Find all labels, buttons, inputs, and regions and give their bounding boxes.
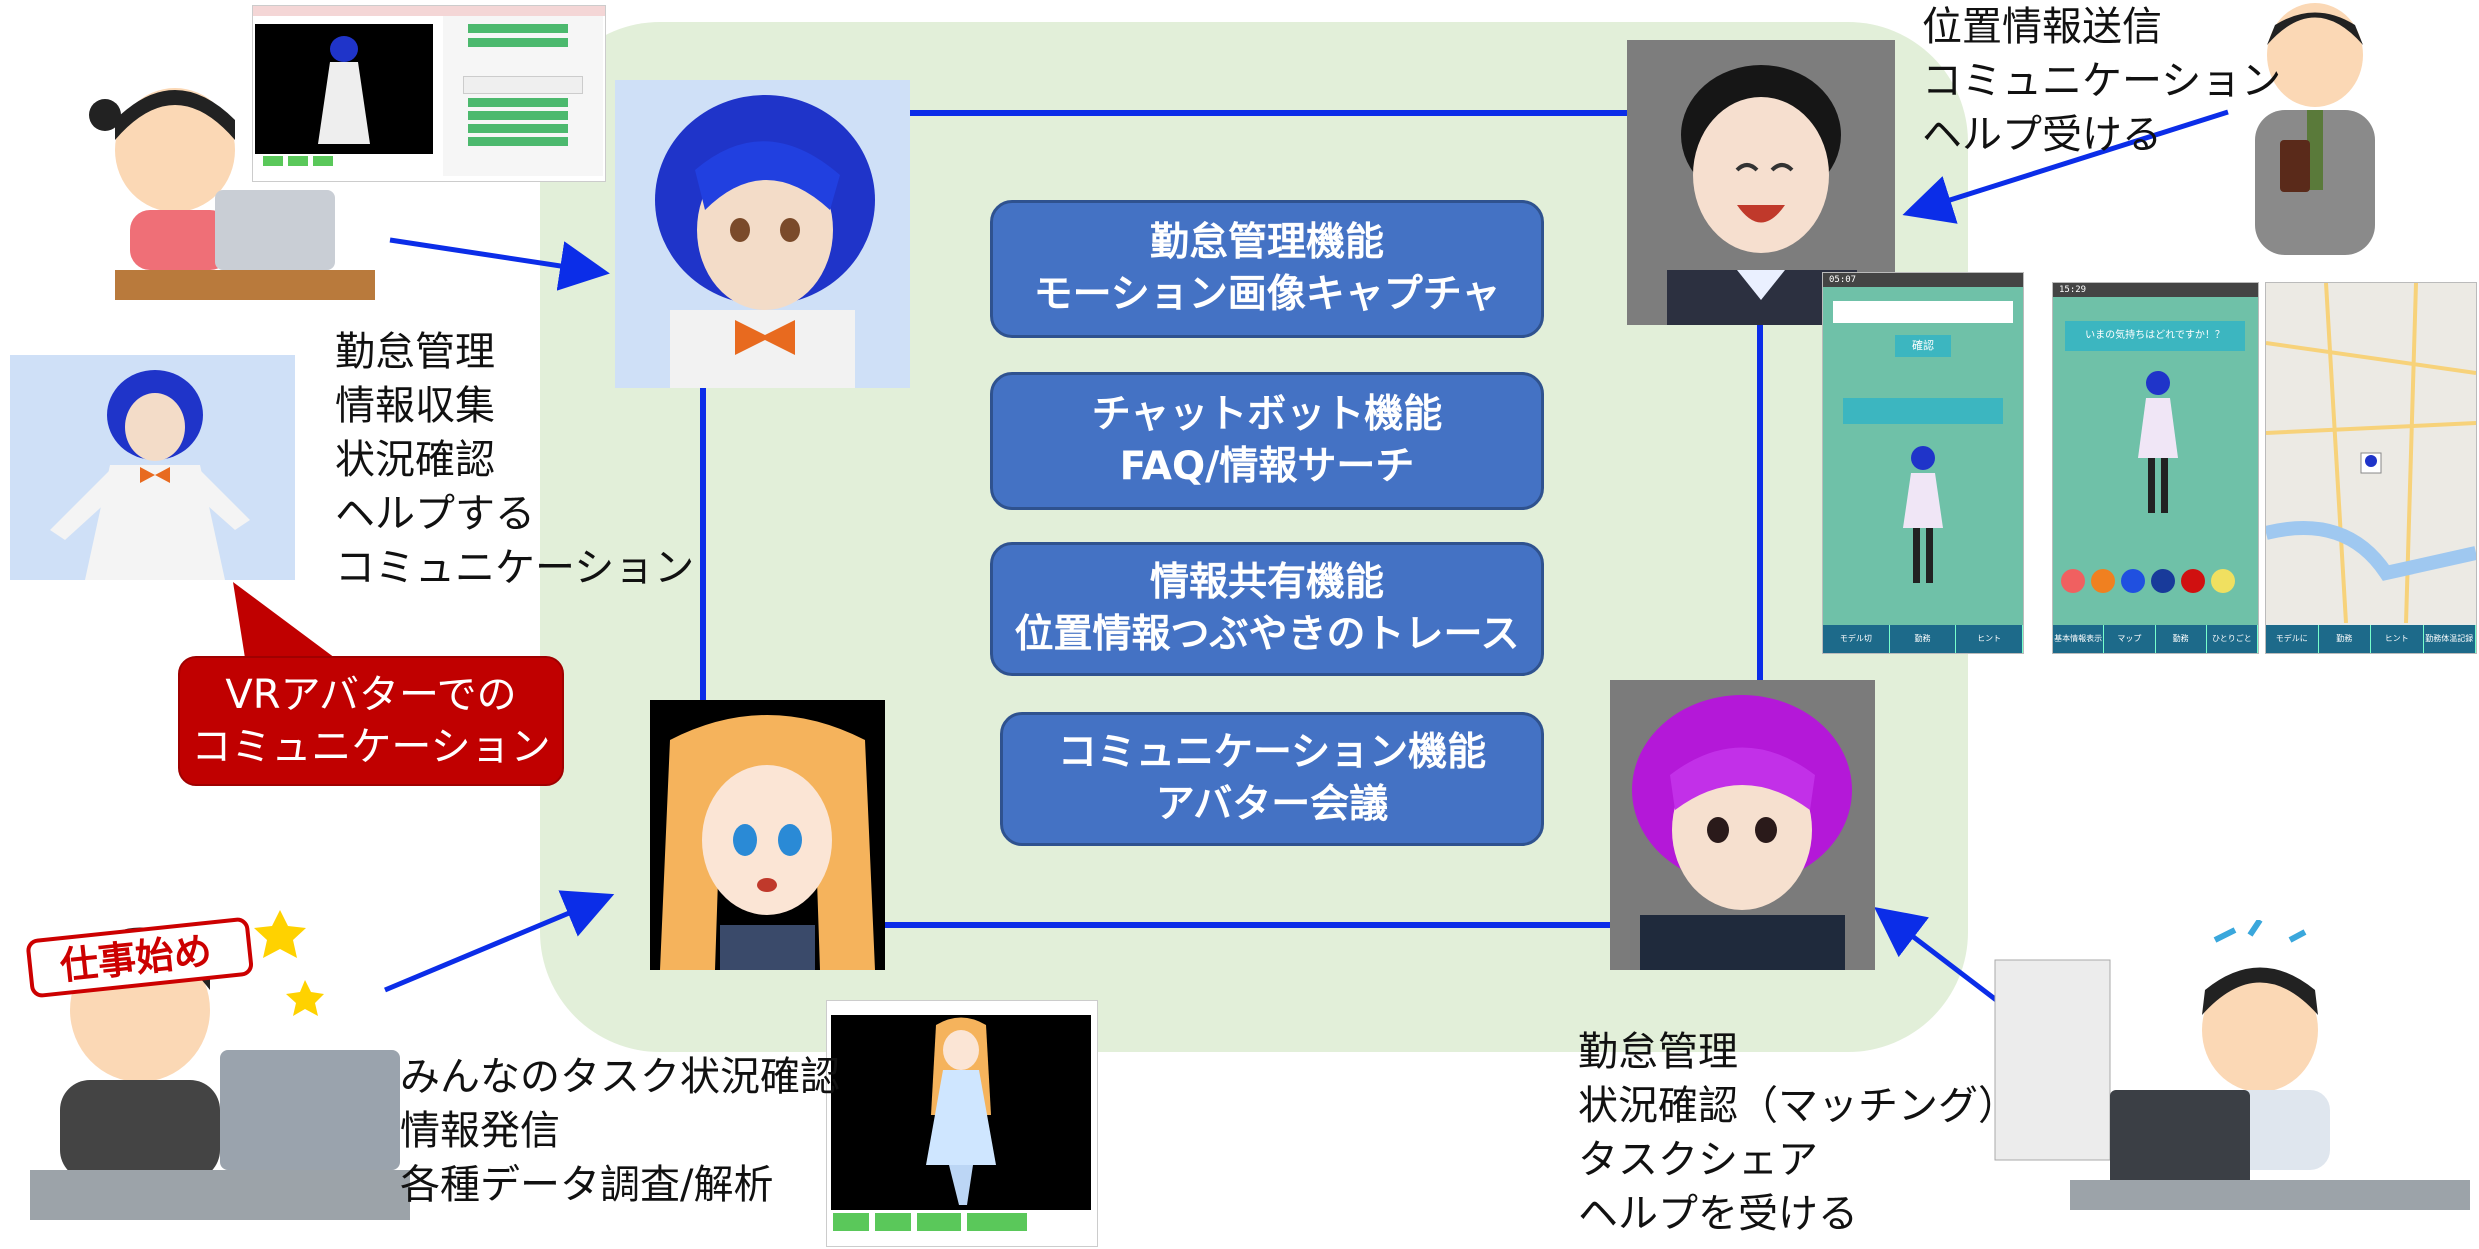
person-man-smartphone bbox=[2255, 3, 2375, 255]
role-text: 状況確認（マッチング） bbox=[1578, 1083, 2018, 1129]
app-screenshot-top bbox=[252, 5, 606, 182]
feature-title: 勤怠管理機能 bbox=[1149, 220, 1384, 265]
top-left-roles: 勤怠管理 情報収集 状況確認 ヘルプする コミュニケーション bbox=[335, 325, 694, 595]
mood-color-option[interactable] bbox=[2181, 569, 2205, 593]
avatar-blue-hair bbox=[615, 80, 910, 388]
feature-subtitle: アバター会議 bbox=[1155, 782, 1389, 827]
bottom-left-roles: みんなのタスク状況確認 情報発信 各種データ調査/解析 bbox=[400, 1050, 840, 1212]
phone-avatar-figure bbox=[2138, 371, 2178, 513]
person-woman-headband: 仕事始め bbox=[26, 910, 410, 1220]
callout-line: コミュニケーション bbox=[191, 724, 551, 770]
map-view[interactable] bbox=[2266, 283, 2476, 623]
phone-button[interactable]: ひとりごと bbox=[2206, 625, 2258, 653]
role-text: コミュニケーション bbox=[1922, 58, 2282, 104]
arrow-bottom-right bbox=[1874, 906, 2014, 1014]
feature-title: 情報共有機能 bbox=[1149, 560, 1384, 605]
feature-title: コミュニケーション機能 bbox=[1057, 730, 1487, 775]
feature-title: チャットボット機能 bbox=[1091, 392, 1443, 437]
phone-status-time: 05:07 bbox=[1823, 273, 2023, 287]
callout-line: VRアバターでの bbox=[225, 672, 517, 718]
callout-pointer bbox=[233, 582, 335, 658]
feature-box-attendance: 勤怠管理機能 モーション画像キャプチャ bbox=[990, 200, 1544, 338]
mood-color-options bbox=[2061, 569, 2235, 593]
top-right-roles: 位置情報送信 コミュニケーション ヘルプ受ける bbox=[1922, 0, 2281, 162]
avatar-blonde-girl bbox=[650, 700, 885, 970]
phone-button[interactable]: 勤務 bbox=[2318, 625, 2371, 653]
phone-button[interactable]: モデルに bbox=[2266, 625, 2319, 653]
mood-color-option[interactable] bbox=[2211, 569, 2235, 593]
avatar-magenta-hair bbox=[1610, 680, 1875, 970]
phone-button[interactable]: 勤務 bbox=[1889, 625, 1957, 653]
feature-subtitle: モーション画像キャプチャ bbox=[1033, 272, 1501, 317]
app-screenshot-bottom bbox=[826, 1000, 1098, 1247]
phone-button[interactable]: ヒント bbox=[1956, 625, 2023, 653]
phone-button[interactable]: 基本情報表示 bbox=[2053, 625, 2105, 653]
phone-confirm-button[interactable]: 確認 bbox=[1895, 335, 1951, 357]
role-text: 勤怠管理 bbox=[335, 329, 495, 375]
mood-color-option[interactable] bbox=[2091, 569, 2115, 593]
phone-screen-map: モデルに 勤務 ヒント 勤務体温記録 bbox=[2265, 282, 2477, 654]
phone-screen-2: 15:29 いまの気持ちはどれですか！？ 基本情報表示 マップ 勤務 ひとりごと bbox=[2052, 282, 2259, 654]
arrow-bottom-left bbox=[384, 890, 615, 993]
vr-avatar-callout: VRアバターでの コミュニケーション bbox=[178, 656, 564, 786]
feature-box-chatbot: チャットボット機能 FAQ/情報サーチ bbox=[990, 372, 1544, 510]
role-text: 情報発信 bbox=[400, 1108, 560, 1154]
role-text: ヘルプを受ける bbox=[1578, 1191, 1858, 1237]
arrow-top-left bbox=[389, 237, 610, 291]
arrow-top-right bbox=[1902, 109, 2229, 224]
mood-color-option[interactable] bbox=[2121, 569, 2145, 593]
role-text: 情報収集 bbox=[335, 383, 495, 429]
phone-screen-1: 05:07 確認 モデル切 勤務 ヒント bbox=[1822, 272, 2024, 654]
role-text: ヘルプ受ける bbox=[1922, 112, 2162, 158]
phone-button[interactable]: 勤務体温記録 bbox=[2423, 625, 2476, 653]
feature-box-info-sharing: 情報共有機能 位置情報つぶやきのトレース bbox=[990, 542, 1544, 676]
role-text: タスクシェア bbox=[1578, 1137, 1818, 1183]
role-text: 状況確認 bbox=[335, 437, 495, 483]
role-text: 位置情報送信 bbox=[1922, 4, 2162, 50]
role-text: 各種データ調査/解析 bbox=[400, 1162, 774, 1208]
phone-banner: いまの気持ちはどれですか！？ bbox=[2065, 321, 2245, 351]
mood-color-option[interactable] bbox=[2151, 569, 2175, 593]
avatar-blue-hair-standing bbox=[10, 355, 295, 580]
bottom-right-roles: 勤怠管理 状況確認（マッチング） タスクシェア ヘルプを受ける bbox=[1578, 1025, 2018, 1241]
role-text: みんなのタスク状況確認 bbox=[400, 1054, 840, 1100]
role-text: ヘルプする bbox=[335, 491, 535, 537]
role-text: コミュニケーション bbox=[335, 545, 695, 591]
role-text: 勤怠管理 bbox=[1578, 1029, 1738, 1075]
feature-box-communication: コミュニケーション機能 アバター会議 bbox=[1000, 712, 1544, 846]
feature-subtitle: FAQ/情報サーチ bbox=[1119, 444, 1415, 489]
feature-subtitle: 位置情報つぶやきのトレース bbox=[1014, 612, 1520, 657]
phone-button-row: 基本情報表示 マップ 勤務 ひとりごと bbox=[2053, 625, 2258, 653]
phone-avatar-figure bbox=[1903, 446, 1943, 583]
phone-button-row: モデル切 勤務 ヒント bbox=[1823, 625, 2023, 653]
mood-color-option[interactable] bbox=[2061, 569, 2085, 593]
phone-button[interactable]: マップ bbox=[2104, 625, 2156, 653]
phone-button[interactable]: ヒント bbox=[2371, 625, 2424, 653]
phone-button[interactable]: 勤務 bbox=[2155, 625, 2207, 653]
person-girl-laptop bbox=[89, 88, 375, 300]
phone-button[interactable]: モデル切 bbox=[1823, 625, 1890, 653]
phone-button-row: モデルに 勤務 ヒント 勤務体温記録 bbox=[2266, 625, 2476, 653]
phone-status-time: 15:29 bbox=[2053, 283, 2258, 297]
person-man-stressed bbox=[1994, 920, 2470, 1210]
